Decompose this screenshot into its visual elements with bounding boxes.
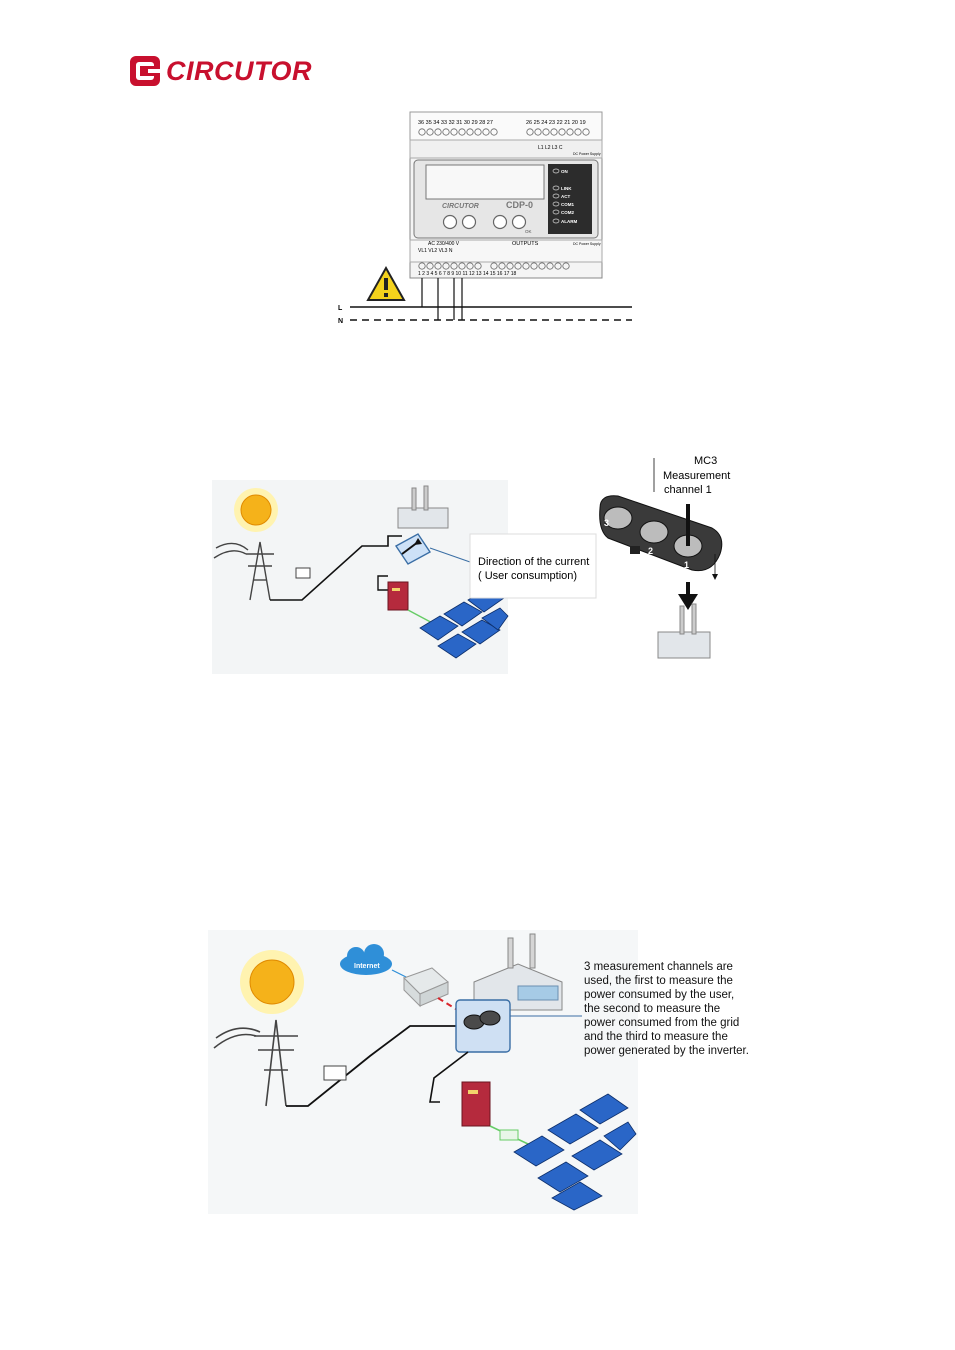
callout-line: the second to measure the <box>584 1003 721 1015</box>
sun-icon-2 <box>240 950 304 1014</box>
arrow-down-icon <box>678 594 698 610</box>
device-model: CDP-0 <box>506 200 533 210</box>
factory-icon-2 <box>657 603 711 659</box>
inverter-icon <box>387 581 409 611</box>
led-link-label: LINK <box>561 186 572 191</box>
channel-3-label: 3 <box>604 518 609 528</box>
solar-panels-icon-2 <box>513 1093 637 1211</box>
current-direction-diagram: Direction of the current ( User consumpt… <box>212 455 730 674</box>
circutor-logo <box>130 56 160 86</box>
top-terminal-numbers-left: 36 35 34 33 32 31 30 29 28 27 <box>418 120 493 126</box>
mc3-subtitle-1: Measurement <box>663 470 730 482</box>
line-N-label: N <box>338 318 343 325</box>
power-pylon-icon <box>213 541 274 601</box>
current-sensor-highlight <box>394 533 432 565</box>
grid-meter-icon <box>323 1065 347 1081</box>
ac-voltage-label: AC 230/400 V <box>428 241 460 247</box>
three-channel-callout: 3 measurement channels are used, the fir… <box>584 960 774 1058</box>
cdp-device-icon <box>403 967 449 1008</box>
direction-line-1: Direction of the current <box>478 556 589 568</box>
mc3-title: MC3 <box>694 455 717 467</box>
brand-name: CIRCUTOR <box>166 56 313 86</box>
line-L-label: L <box>338 305 343 312</box>
ok-label: OK <box>525 229 532 234</box>
inverter-icon-2 <box>461 1081 491 1127</box>
top-terminals <box>418 128 590 136</box>
led-on-label: ON <box>561 169 568 174</box>
keypad-buttons <box>442 214 527 230</box>
internet-label: Internet <box>354 963 380 970</box>
internet-cloud-icon <box>340 944 392 975</box>
callout-line: power generated by the inverter. <box>584 1045 749 1057</box>
warning-icon <box>366 265 406 301</box>
channel-2-label: 2 <box>648 546 653 556</box>
power-pylon-icon-2 <box>213 1019 298 1107</box>
callout-line: 3 measurement channels are <box>584 961 733 973</box>
device-brand: CIRCUTOR <box>442 203 479 210</box>
mc3-sensor-icon <box>599 495 723 572</box>
factory-icon-3 <box>473 933 563 1011</box>
dc-box-icon <box>499 1129 519 1141</box>
bottom-terminal-numbers: 1 2 3 4 5 6 7 8 9 10 11 12 13 14 15 16 1… <box>418 271 517 277</box>
mc3-subtitle-2: channel 1 <box>664 484 712 496</box>
callout-line: power consumed from the grid <box>584 1017 740 1029</box>
led-indicators <box>552 168 560 224</box>
callout-line: and the third to measure the <box>584 1031 728 1043</box>
meter-box-icon <box>295 567 311 579</box>
power-supply-top: DC Power Supply <box>573 152 601 156</box>
phase-labels: L1 L2 L3 C <box>538 145 563 151</box>
mc3-highlight <box>455 999 511 1053</box>
outputs-label: OUTPUTS <box>512 241 539 247</box>
bottom-terminals <box>418 262 570 270</box>
power-supply-bottom: DC Power Supply <box>573 242 601 246</box>
sun-icon <box>234 488 278 532</box>
led-alarm-label: ALARM <box>561 219 577 224</box>
direction-line-2: ( User consumption) <box>478 570 577 582</box>
voltage-inputs-label: VL1 VL2 VL3 N <box>418 248 453 254</box>
led-com2-label: COM2 <box>561 210 574 215</box>
three-channel-diagram: Internet <box>208 930 638 1214</box>
device-wiring-diagram: 36 35 34 33 32 31 30 29 28 27 26 25 24 2… <box>338 111 632 325</box>
top-terminal-numbers-right: 26 25 24 23 22 21 20 19 <box>526 120 586 126</box>
factory-icon <box>397 485 449 529</box>
channel-1-label: 1 <box>684 560 689 570</box>
callout-line: power consumed by the user, <box>584 989 735 1001</box>
led-act-label: ACT <box>561 194 570 199</box>
led-com1-label: COM1 <box>561 202 574 207</box>
callout-line: used, the first to measure the <box>584 975 733 987</box>
